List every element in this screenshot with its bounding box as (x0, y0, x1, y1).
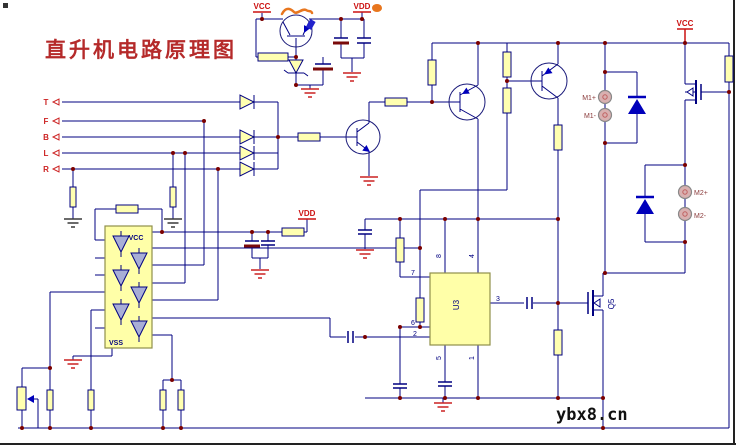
flyback-diodes (628, 95, 654, 214)
motor-terminals (597, 89, 693, 222)
input-connectors: T F B L R (43, 98, 60, 174)
schematic-title: 直升机电路原理图 (45, 38, 237, 62)
orange-blob-icon (372, 4, 382, 12)
potentiometer (16, 386, 34, 411)
pot-wiper-arrow-icon (27, 395, 34, 403)
m1-minus-label: M1- (584, 113, 597, 120)
transistors (279, 14, 568, 155)
pnp-transistor-2 (530, 62, 568, 100)
pin6-label: 6 (411, 320, 415, 327)
input-label-b: B (43, 133, 49, 142)
connector-l-icon (51, 149, 60, 157)
mosfet-high-side-arrow-icon (686, 87, 694, 97)
regulator-transistor (279, 14, 313, 48)
power-rails (253, 11, 693, 220)
mosfet-symbols (593, 87, 694, 308)
connector-t-icon (51, 98, 60, 106)
zener-diode (283, 59, 309, 77)
connector-r-icon (51, 165, 60, 173)
connector-b-icon (51, 133, 60, 141)
vdd-label-top: VDD (354, 2, 371, 11)
hex-ic-vss-pin-label: VSS (109, 340, 123, 347)
m1-plus-label: M1+ (582, 95, 596, 102)
corner-mark (3, 3, 8, 8)
m2-minus-label: M2- (694, 213, 707, 220)
input-label-t: T (44, 98, 49, 107)
resistors (46, 51, 734, 411)
input-diodes (239, 94, 256, 177)
circuit-wires (18, 12, 730, 429)
junction-dots (20, 17, 731, 430)
input-label-r: R (43, 165, 49, 174)
mosfet-q5-arrow-icon (593, 298, 601, 308)
power-labels: VCC VDD VDD VCC (254, 2, 694, 218)
pin7-label: 7 (411, 270, 415, 277)
vdd-label-mid: VDD (299, 209, 316, 218)
hex-inverter-ic: VCC VSS (104, 225, 153, 349)
pin1-label: 1 (469, 356, 476, 360)
highlight-marks (280, 4, 382, 30)
connector-f-icon (51, 117, 60, 125)
timer-ic-ref-label: U3 (452, 299, 461, 310)
ground-symbols (64, 72, 452, 412)
npn-driver-transistor (345, 119, 381, 155)
pin4-label: 4 (469, 254, 476, 258)
pin3-label: 3 (496, 296, 500, 303)
vcc-label-right: VCC (677, 19, 694, 28)
hex-ic-vcc-pin-label: VCC (129, 235, 144, 242)
input-label-l: L (44, 149, 49, 158)
pin8-label: 8 (436, 254, 443, 258)
pin5-label: 5 (436, 356, 443, 360)
vcc-label-regulator: VCC (254, 2, 271, 11)
blue-mark-icon (305, 19, 316, 30)
input-label-f: F (44, 117, 49, 126)
orange-scribble-icon (280, 7, 314, 16)
q5-ref-label: Q5 (607, 298, 616, 309)
capacitors (244, 37, 533, 389)
watermark-text: ybx8.cn (556, 405, 628, 425)
pnp-transistor-1 (448, 83, 486, 121)
m2-plus-label: M2+ (694, 190, 708, 197)
motor-labels: M1+ M1- M2+ M2- Q5 (582, 95, 708, 309)
timer-ic-555: U3 7 6 2 3 8 4 5 1 (411, 254, 500, 360)
pin2-label: 2 (413, 331, 417, 338)
